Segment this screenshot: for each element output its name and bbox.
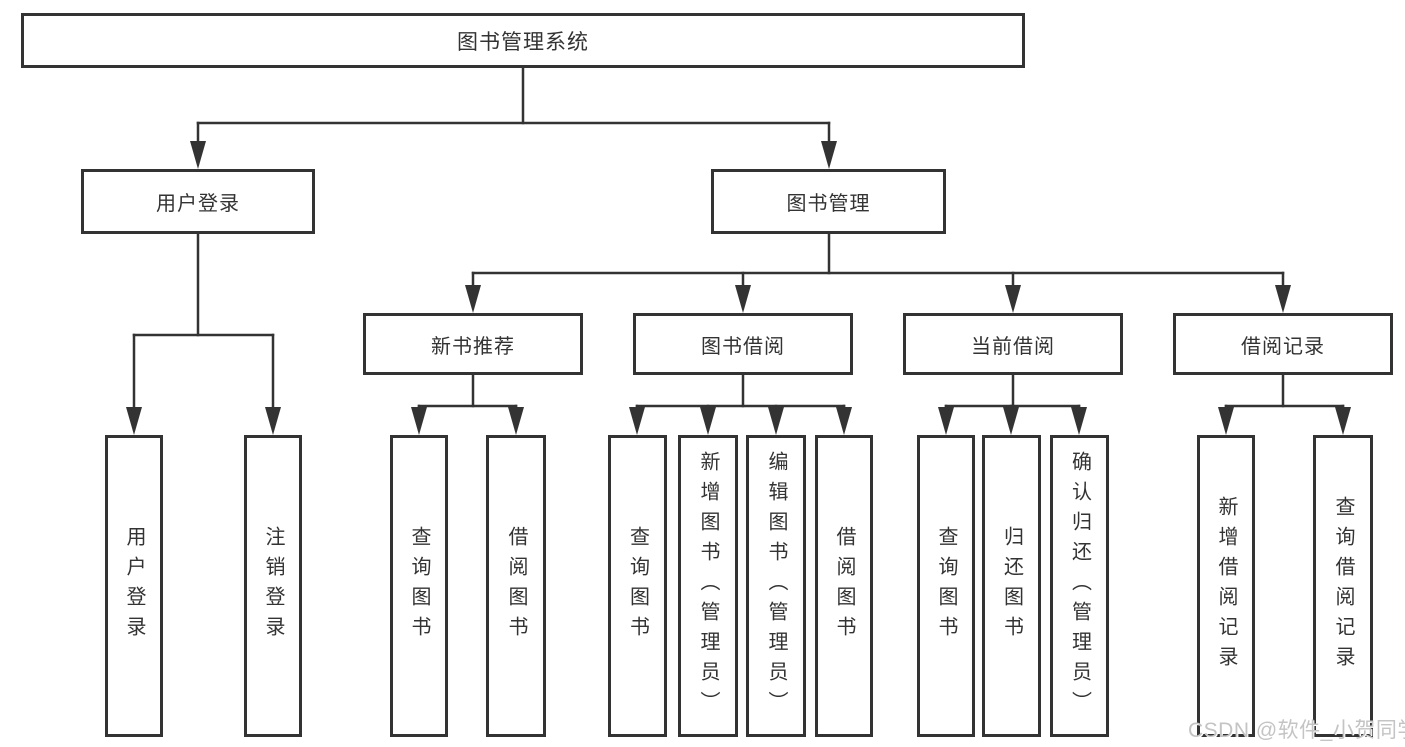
leaf-query-books-1: 查询图书	[390, 435, 448, 737]
arrowheads	[126, 141, 1351, 435]
leaf-query-books-2: 查询图书	[608, 435, 667, 737]
node-label: 图书借阅	[701, 335, 785, 358]
node-label: 借阅图书	[505, 526, 527, 646]
leaf-add-borrow-record: 新增借阅记录	[1197, 435, 1255, 737]
node-label: 新增图书（管理员）	[697, 451, 719, 721]
node-label: 图书管理	[786, 193, 871, 215]
node-current-borrow: 当前借阅	[903, 313, 1123, 375]
leaf-logout: 注销登录	[244, 435, 302, 737]
node-user-login: 用户登录	[81, 169, 315, 234]
leaf-confirm-return-admin: 确认归还（管理员）	[1050, 435, 1109, 737]
node-label: 编辑图书（管理员）	[765, 451, 787, 721]
leaf-return-books: 归还图书	[982, 435, 1041, 737]
node-label: 用户登录	[123, 526, 145, 646]
leaf-user-login: 用户登录	[105, 435, 163, 737]
leaf-borrow-books-2: 借阅图书	[815, 435, 873, 737]
leaf-add-books-admin: 新增图书（管理员）	[678, 435, 738, 737]
node-label: 新书推荐	[431, 335, 515, 358]
node-system-title: 图书管理系统	[21, 13, 1025, 68]
node-label: 用户登录	[156, 193, 240, 215]
node-label: 查询图书	[408, 526, 430, 646]
node-book-borrow: 图书借阅	[633, 313, 853, 375]
node-label: 确认归还（管理员）	[1068, 451, 1091, 721]
node-label: 借阅记录	[1241, 335, 1325, 358]
leaf-query-books-3: 查询图书	[917, 435, 975, 737]
node-label: 当前借阅	[971, 335, 1055, 358]
csdn-watermark: CSDN @软件_小贺同学	[1188, 719, 1405, 742]
node-label: 查询图书	[935, 526, 957, 646]
leaf-query-borrow-record: 查询借阅记录	[1313, 435, 1373, 737]
leaf-borrow-books-1: 借阅图书	[486, 435, 546, 737]
node-label: 借阅图书	[833, 526, 855, 646]
node-label: 注销登录	[262, 526, 284, 646]
node-label: 图书管理系统	[457, 30, 589, 54]
node-label: 新增借阅记录	[1215, 496, 1237, 676]
node-borrow-records: 借阅记录	[1173, 313, 1393, 375]
node-book-management: 图书管理	[711, 169, 946, 234]
node-label: 查询借阅记录	[1332, 496, 1354, 676]
leaf-edit-books-admin: 编辑图书（管理员）	[746, 435, 806, 737]
node-new-book-recommend: 新书推荐	[363, 313, 583, 375]
node-label: 归还图书	[1000, 526, 1023, 646]
node-label: 查询图书	[626, 526, 649, 646]
